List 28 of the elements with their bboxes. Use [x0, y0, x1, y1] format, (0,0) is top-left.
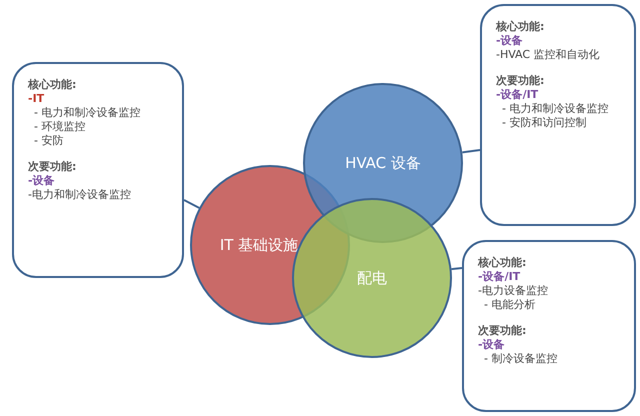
list-item: - 电力和制冷设备监控 — [33, 106, 140, 120]
callout-box — [480, 4, 636, 226]
list-item: -IT — [28, 92, 44, 106]
section-heading: 核心功能: — [28, 78, 76, 92]
list-item: - 电力和制冷设备监控 — [501, 102, 608, 116]
circle-label: IT 基础设施 — [220, 236, 298, 254]
circle-label: 配电 — [357, 268, 387, 288]
list-item: - 安防 — [33, 134, 64, 148]
list-item: -HVAC 监控和自动化 — [496, 48, 600, 62]
section-heading: 次要功能: — [28, 160, 76, 174]
section-heading: 次要功能: — [496, 74, 544, 88]
list-item: -设备 — [496, 34, 523, 48]
circle-label: HVAC 设备 — [345, 154, 421, 172]
list-item: -设备 — [28, 174, 55, 188]
list-item: - 环境监控 — [33, 120, 86, 134]
callout-box — [12, 62, 184, 278]
list-item: - 电能分析 — [483, 298, 536, 312]
list-item: -设备/IT — [496, 88, 538, 102]
list-item: - 安防和访问控制 — [501, 116, 586, 130]
callout-box — [462, 240, 636, 412]
list-item: -设备/IT — [478, 270, 520, 284]
section-heading: 核心功能: — [478, 256, 526, 270]
list-item: -设备 — [478, 338, 505, 352]
list-item: - 制冷设备监控 — [483, 352, 558, 366]
section-heading: 核心功能: — [496, 20, 544, 34]
section-heading: 次要功能: — [478, 324, 526, 338]
list-item: -电力和制冷设备监控 — [28, 188, 131, 202]
list-item: -电力设备监控 — [478, 284, 548, 298]
